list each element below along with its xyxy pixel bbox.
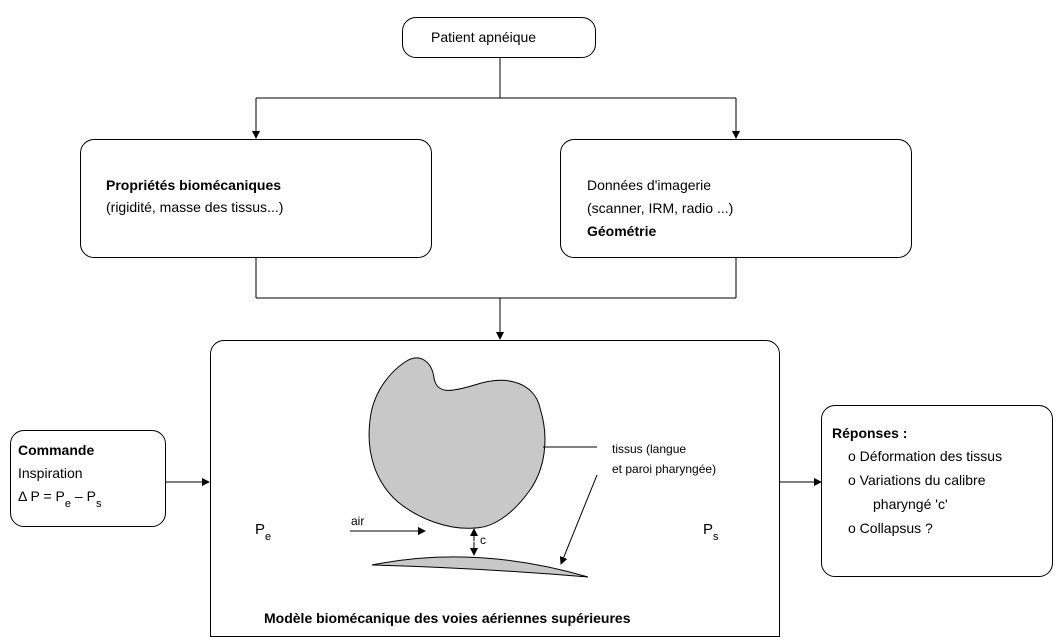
model-title: Modèle biomécanique des voies aériennes … (264, 610, 631, 626)
patient-title: Patient apnéique (431, 29, 537, 45)
responses-title: Réponses : (832, 425, 908, 441)
delta-symbol: Δ (18, 488, 27, 504)
command-title: Commande (18, 442, 95, 458)
command-box: Commande Inspiration Δ P = Pe – Ps (10, 430, 166, 527)
command-equation: Δ P = Pe – Ps (18, 488, 102, 510)
tissue-label-line2: et paroi pharyngée) (612, 462, 717, 476)
biomech-subtitle: (rigidité, masse des tissus...) (106, 199, 284, 215)
calibre-label: c (480, 533, 486, 547)
responses-item: o Déformation des tissus (848, 448, 1003, 464)
imaging-box: Données d'imagerie (scanner, IRM, radio … (560, 139, 912, 258)
imaging-line2: (scanner, IRM, radio ...) (587, 200, 734, 216)
imaging-line1: Données d'imagerie (587, 177, 712, 193)
biomech-title: Propriétés biomécaniques (106, 177, 282, 193)
tissue-pointer-arrow (559, 474, 598, 565)
responses-item: o Collapsus ? (848, 520, 933, 536)
tissue-blob (368, 357, 546, 529)
airway-wall (371, 556, 589, 578)
imaging-line3: Géométrie (587, 223, 657, 239)
command-line1: Inspiration (18, 465, 83, 481)
responses-box: Réponses : o Déformation des tissus o Va… (821, 405, 1053, 577)
model-ps-label: Ps (703, 521, 719, 543)
model-pe-label: Pe (255, 521, 272, 543)
responses-item-continuation: pharyngé 'c' (873, 496, 948, 512)
tissue-label-line1: tissus (langue (612, 442, 687, 456)
responses-item: o Variations du calibre (848, 472, 986, 488)
model-box (210, 340, 780, 637)
biomech-box: Propriétés biomécaniques (rigidité, mass… (80, 139, 432, 258)
air-label: air (351, 514, 365, 528)
patient-box: Patient apnéique (402, 17, 596, 58)
